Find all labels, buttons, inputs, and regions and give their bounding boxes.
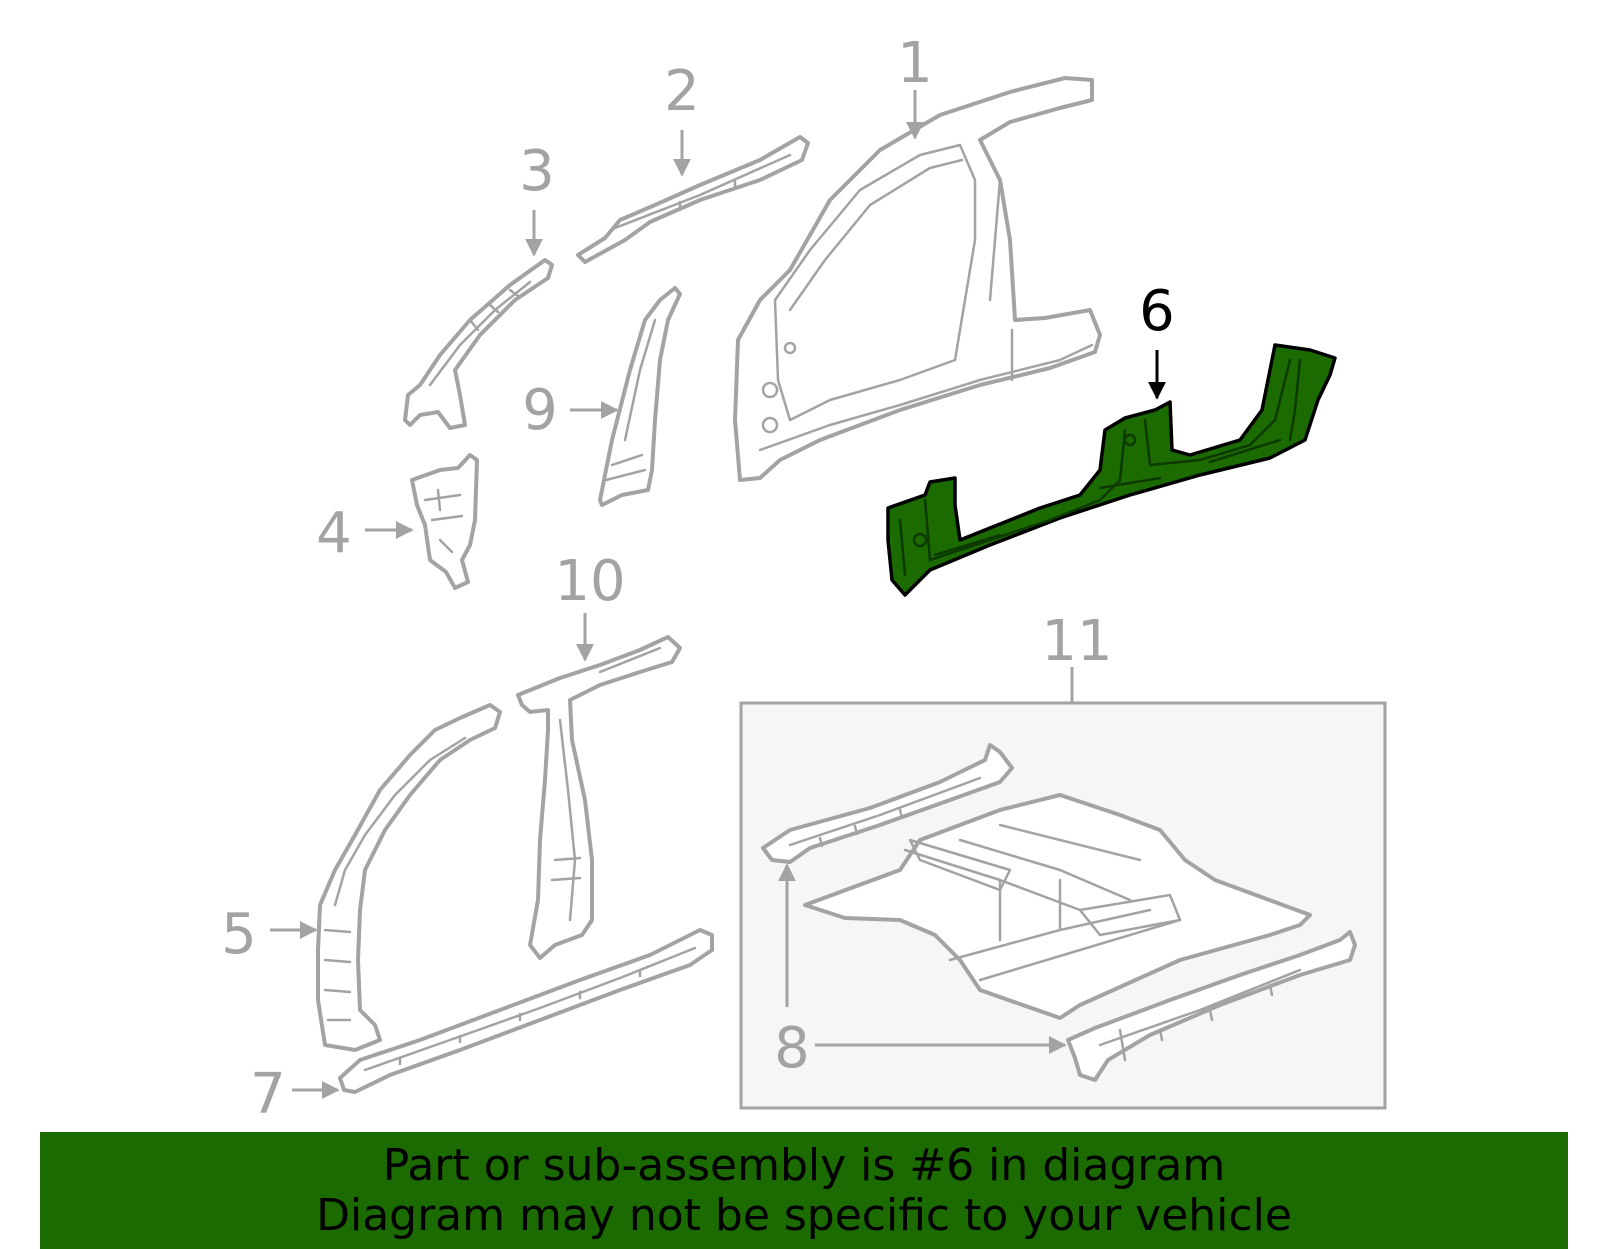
part-2-roof-rail[interactable]	[576, 135, 810, 264]
part-3-pillar-upper[interactable]	[403, 258, 554, 430]
callout-6[interactable]: 6	[1139, 279, 1175, 344]
callout-4[interactable]: 4	[316, 501, 352, 566]
part-4-bracket[interactable]	[410, 453, 479, 590]
callout-2[interactable]: 2	[664, 59, 700, 124]
part-8-floor-rail-upper[interactable]	[761, 743, 1014, 864]
part-11-floor-pan[interactable]	[803, 793, 1312, 1020]
part-10-center-pillar[interactable]	[516, 635, 682, 960]
callout-5[interactable]: 5	[221, 902, 257, 967]
part-9-pillar-inner[interactable]	[598, 286, 682, 507]
leader-lines	[270, 90, 1166, 1099]
part-6-rocker-panel-inner[interactable]	[886, 343, 1337, 597]
part-8-floor-rail-lower[interactable]	[1066, 930, 1357, 1082]
callout-10[interactable]: 10	[554, 549, 625, 614]
callout-8[interactable]: 8	[774, 1016, 810, 1081]
part-1-side-panel[interactable]	[733, 76, 1102, 482]
banner-line-1: Part or sub-assembly is #6 in diagram	[382, 1140, 1226, 1191]
part-5-front-pillar[interactable]	[316, 703, 502, 1052]
callout-1[interactable]: 1	[897, 31, 933, 96]
callout-7[interactable]: 7	[250, 1062, 286, 1127]
banner-line-2: Diagram may not be specific to your vehi…	[316, 1190, 1292, 1241]
callout-9[interactable]: 9	[522, 378, 558, 443]
callout-11[interactable]: 11	[1041, 609, 1112, 674]
callout-3[interactable]: 3	[519, 139, 555, 204]
part-7-rocker-outer[interactable]	[338, 928, 714, 1094]
callout-labels: 1 2 3 4 5 6 7 8 9 10 11	[221, 31, 1175, 1127]
selection-banner: Part or sub-assembly is #6 in diagram Di…	[40, 1132, 1568, 1249]
inset-box-floor-pan	[739, 701, 1387, 1110]
